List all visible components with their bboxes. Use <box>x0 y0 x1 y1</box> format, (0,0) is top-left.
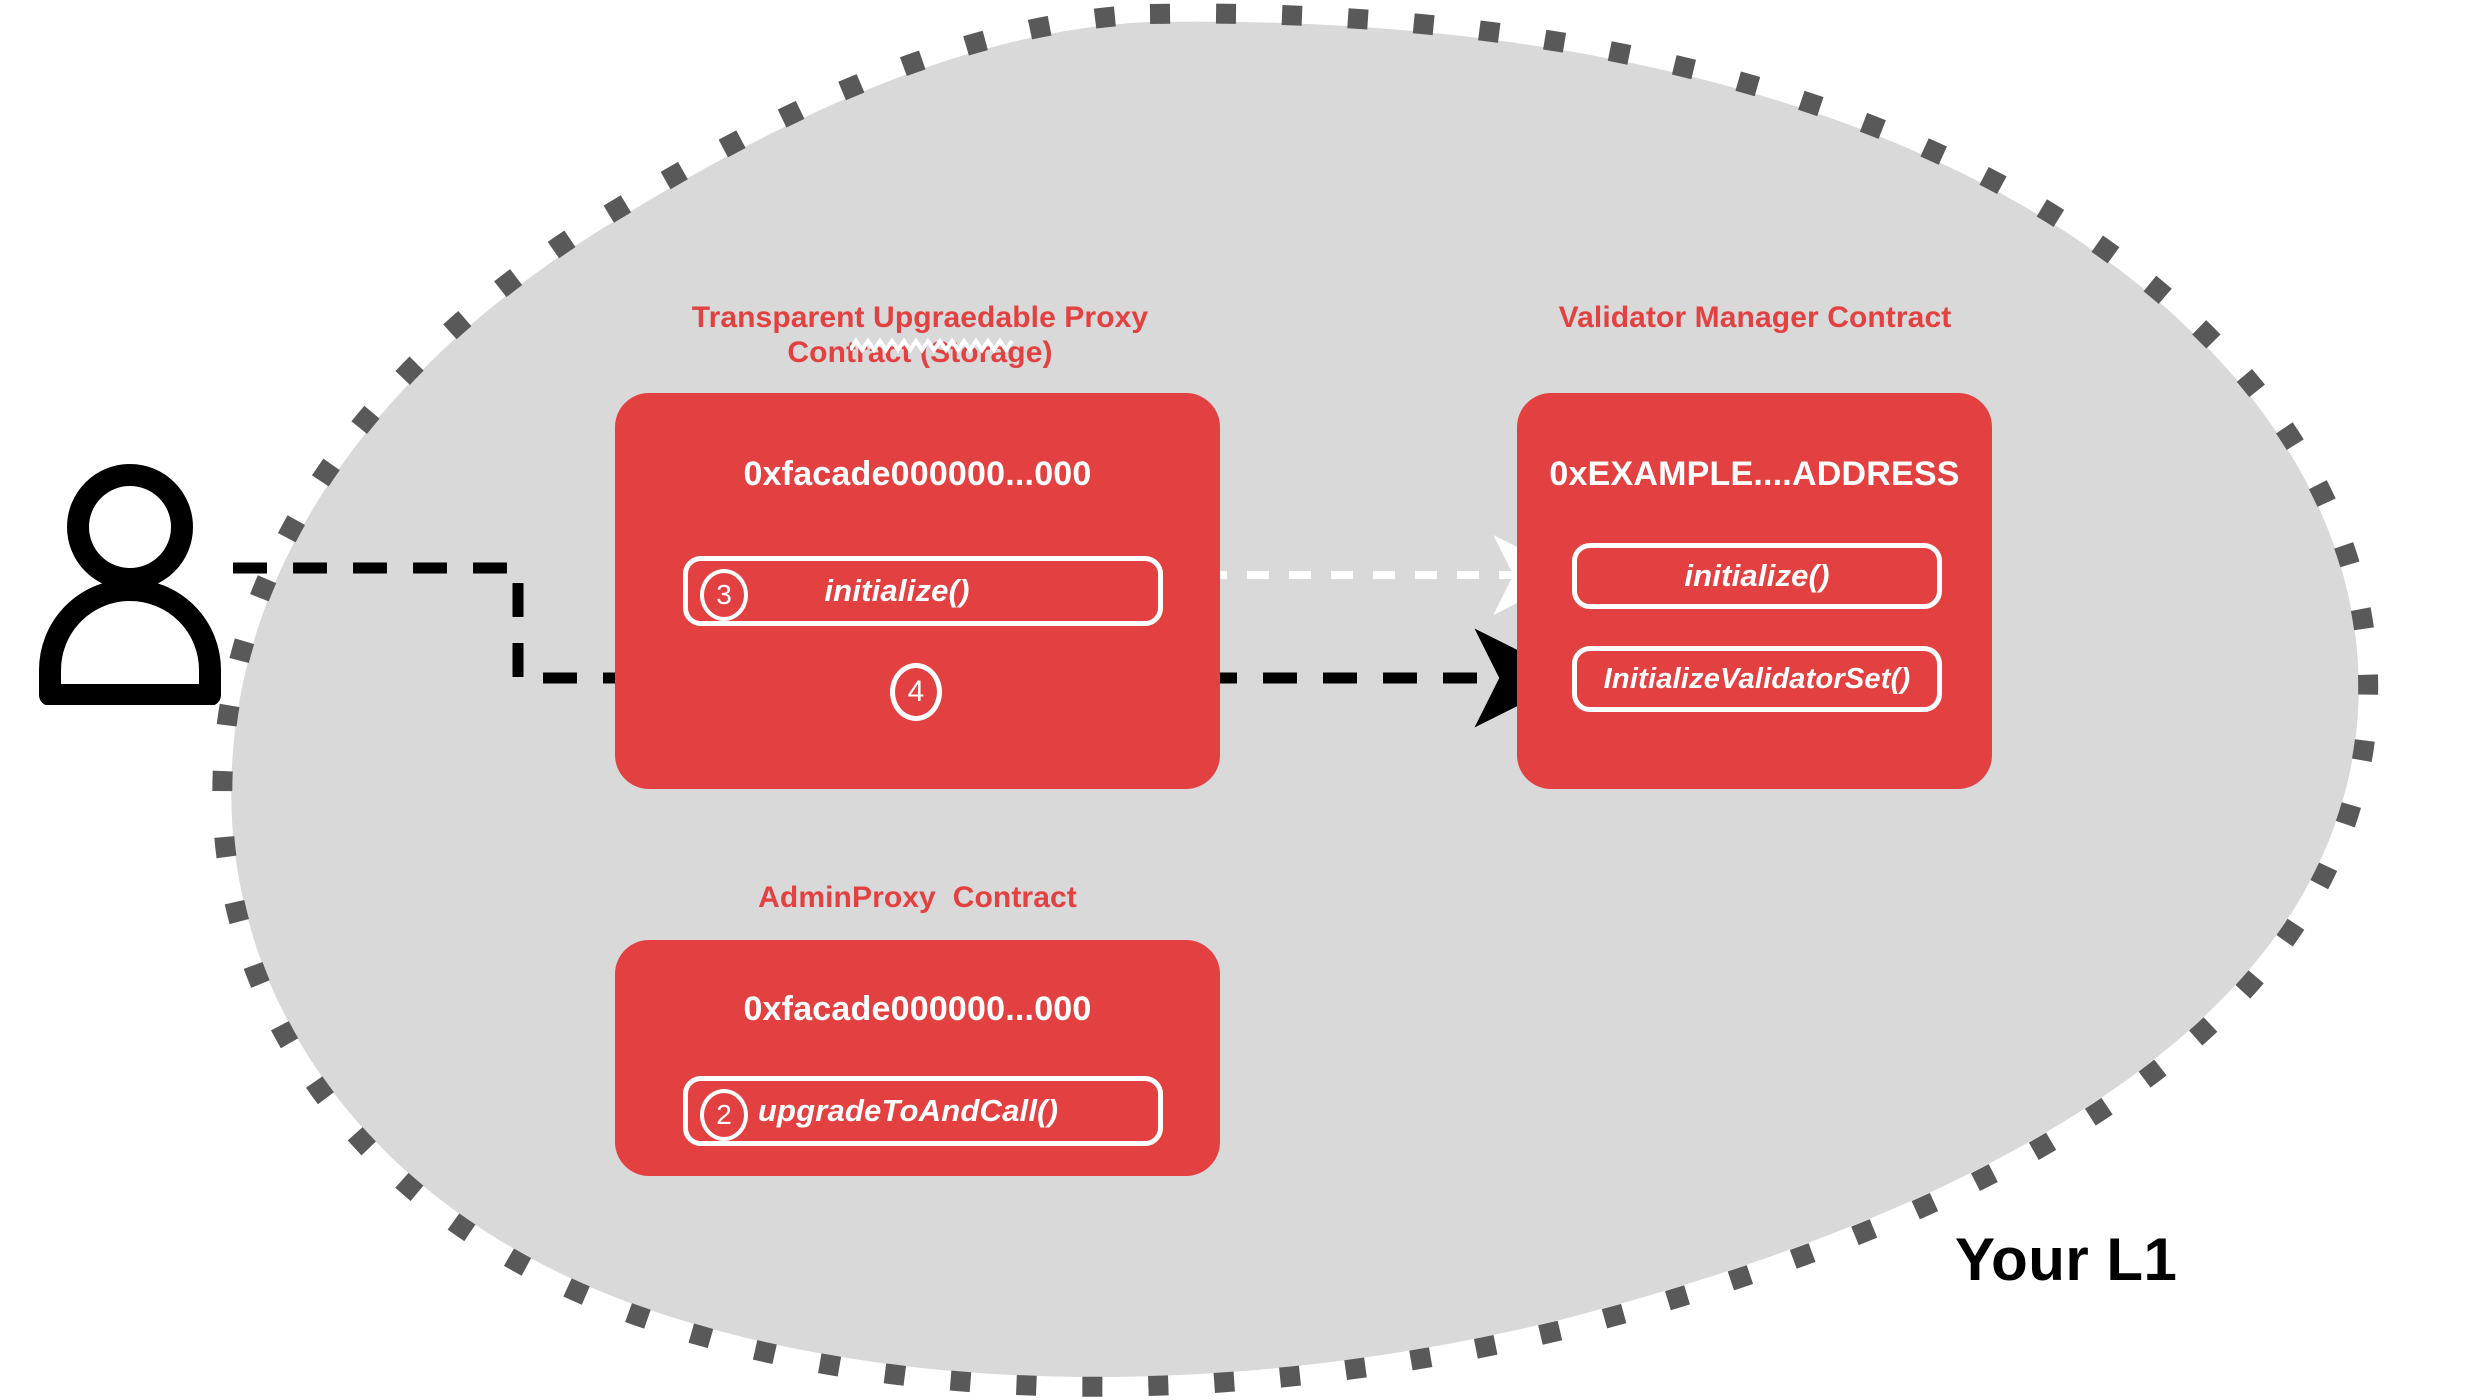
validator-manager-contract-card[interactable]: 0xEXAMPLE....ADDRESS initialize() Initia… <box>1517 393 1992 789</box>
proxy-contract-card[interactable]: 0xfacade000000...000 3 initialize() 4 <box>615 393 1220 789</box>
validator-manager-contract-address: 0xEXAMPLE....ADDRESS <box>1549 455 1960 493</box>
proxy-contract-address: 0xfacade000000...000 <box>743 455 1092 493</box>
proxy-function-initialize-label: initialize() <box>824 573 970 608</box>
step-badge-2: 2 <box>700 1089 748 1141</box>
vm-function-initialize-validator-set-label: InitializeValidatorSet() <box>1603 662 1911 695</box>
validator-manager-card-title: Validator Manager Contract <box>1558 301 1952 334</box>
step-badge-3: 3 <box>700 569 748 621</box>
proxy-card-title: Transparent Upgraedable Proxy Contract (… <box>691 301 1149 370</box>
blob-dotted-border <box>212 3 2379 1397</box>
admin-proxy-contract-card[interactable]: 0xfacade000000...000 2 upgradeToAndCall(… <box>615 940 1220 1176</box>
vm-function-initialize[interactable]: initialize() <box>1572 543 1942 609</box>
vm-function-initialize-label: initialize() <box>1684 558 1830 593</box>
blob-fill <box>231 21 2359 1378</box>
admin-proxy-card-title: AdminProxy Contract <box>758 881 1077 914</box>
vm-function-initialize-validator-set[interactable]: InitializeValidatorSet() <box>1572 646 1942 712</box>
admin-proxy-contract-address: 0xfacade000000...000 <box>743 990 1092 1028</box>
admin-proxy-function-upgrade-to-and-call[interactable]: 2 upgradeToAndCall() <box>683 1076 1163 1146</box>
spellcheck-squiggle-icon <box>850 338 1014 354</box>
user-person-icon <box>39 464 221 705</box>
step-badge-4: 4 <box>890 663 942 721</box>
l1-region-label: Your L1 <box>1955 1226 2178 1293</box>
admin-proxy-function-upgrade-to-and-call-label: upgradeToAndCall() <box>757 1093 1059 1128</box>
proxy-function-initialize[interactable]: 3 initialize() <box>683 556 1163 626</box>
